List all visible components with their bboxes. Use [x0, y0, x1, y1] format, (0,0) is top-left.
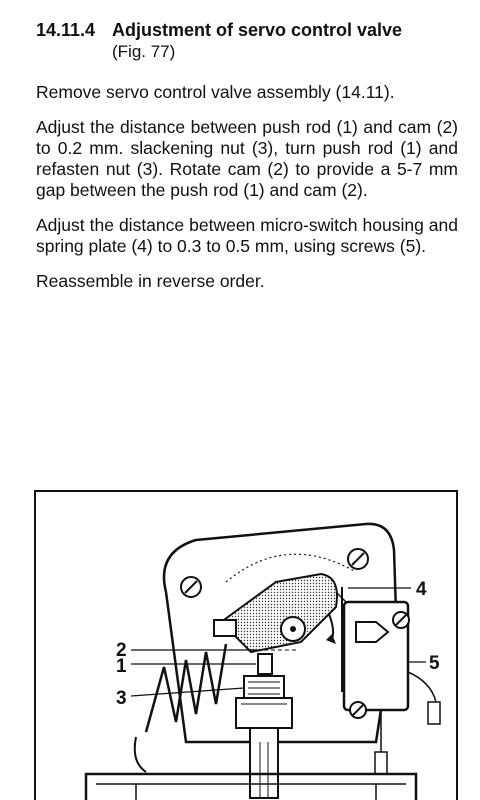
coil-spring — [144, 643, 228, 733]
mounting-screw-icon — [180, 576, 202, 598]
valve-base — [84, 772, 418, 800]
switch-screw-icon — [392, 611, 410, 629]
callout-1: 1 — [116, 656, 127, 677]
instructions-body: Remove servo control valve assembly (14.… — [36, 82, 458, 306]
servo-valve-figure: 2 1 3 4 5 — [34, 490, 458, 800]
callout-3: 3 — [116, 688, 127, 709]
servo-valve-diagram: 2 1 3 4 5 — [84, 522, 441, 800]
section-heading: 14.11.4 Adjustment of servo control valve… — [36, 20, 456, 62]
push-rod — [257, 653, 273, 675]
callout-2: 2 — [116, 640, 127, 661]
section-number: 14.11.4 — [36, 20, 96, 40]
mounting-screw-icon — [347, 548, 369, 570]
cam-body — [219, 572, 338, 654]
callout-5: 5 — [429, 653, 440, 674]
paragraph-reassemble: Reassemble in reverse order. — [36, 271, 265, 291]
paragraph-remove: Remove servo control valve assembly (14.… — [36, 82, 395, 102]
adjusting-nut — [243, 675, 285, 699]
switch-screw-icon — [349, 701, 367, 719]
section-title: Adjustment of servo control valve — [112, 20, 403, 40]
callout-4: 4 — [416, 579, 427, 600]
figure-reference: (Fig. 77) — [112, 42, 176, 61]
paragraph-push-rod-cam: Adjust the distance between push rod (1)… — [36, 117, 458, 200]
paragraph-micro-switch: Adjust the distance between micro-switch… — [36, 215, 458, 256]
